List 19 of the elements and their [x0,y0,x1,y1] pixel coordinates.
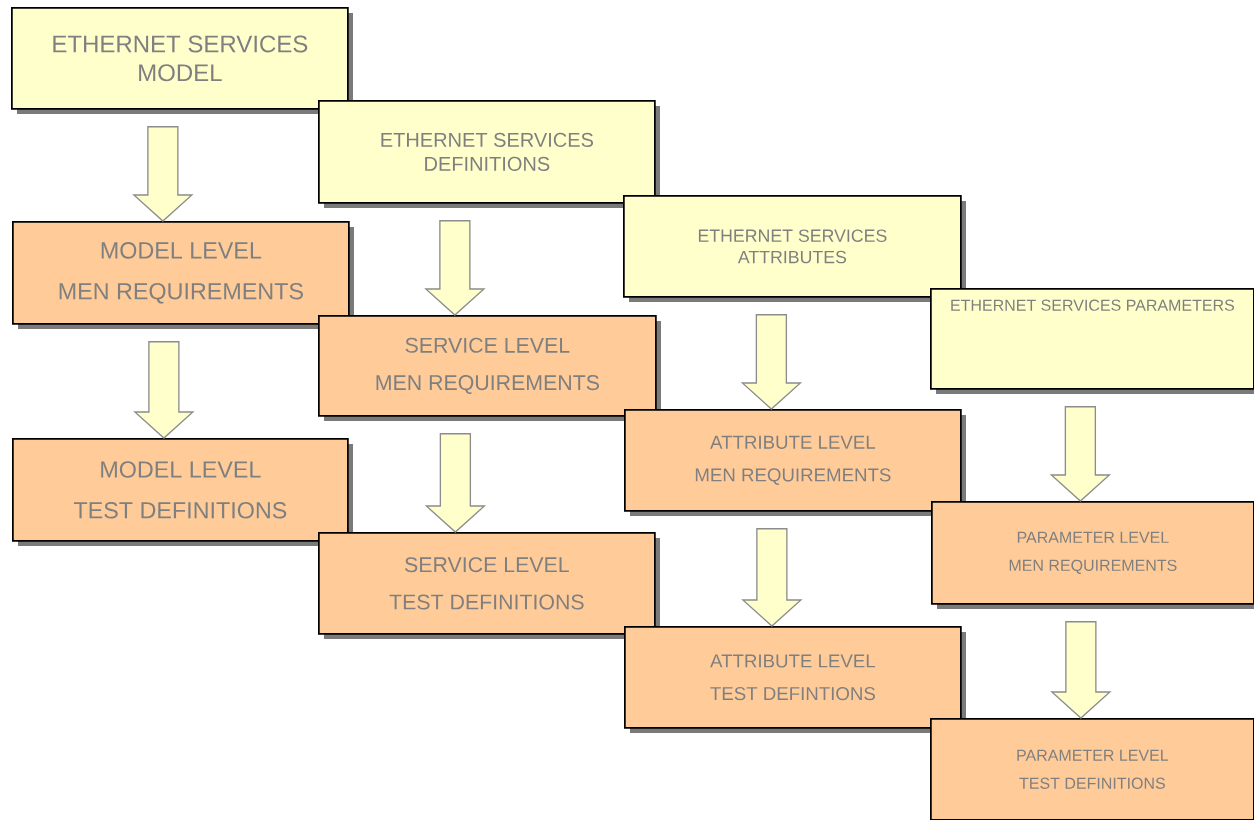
process-box: ETHERNET SERVICES MODEL [11,7,353,114]
process-box: PARAMETER LEVEL TEST DEFINITIONS [930,718,1254,820]
block-arrow [740,314,803,410]
process-box: SERVICE LEVEL MEN REQUIREMENTS [318,315,661,421]
process-box: PARAMETER LEVEL MEN REQUIREMENTS [931,501,1254,609]
process-box: ATTRIBUTE LEVEL MEN REQUIREMENTS [624,409,966,516]
block-arrow [424,433,487,533]
block-arrow [1050,621,1112,719]
process-box: SERVICE LEVEL TEST DEFINITIONS [318,532,660,639]
process-box: MODEL LEVEL MEN REQUIREMENTS [12,221,354,329]
block-arrow [132,126,194,222]
process-box: MODEL LEVEL TEST DEFINITIONS [12,438,353,546]
block-arrow [133,341,195,439]
process-box: ETHERNET SERVICES DEFINITIONS [318,100,660,208]
block-arrow [741,528,803,627]
process-box: ETHERNET SERVICES PARAMETERS [930,288,1254,394]
block-arrow [424,220,486,316]
process-box: ATTRIBUTE LEVEL TEST DEFINTIONS [624,626,966,733]
block-arrow [1049,406,1112,502]
